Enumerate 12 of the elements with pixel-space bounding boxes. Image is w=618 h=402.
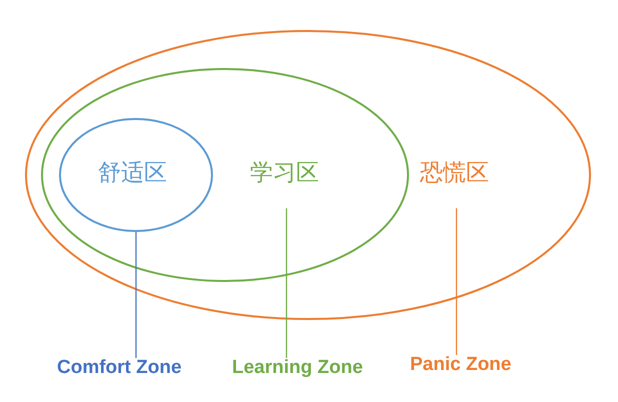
zone-caption: Comfort Zone [57,358,182,379]
zone-label: 舒适区 [98,161,167,186]
leader-line [456,208,458,355]
zone-caption: Learning Zone [232,358,363,379]
learning-zone-ellipse [41,68,409,282]
zone-caption: Panic Zone [410,355,512,376]
comfort-zone-ellipse [59,118,213,232]
leader-line [286,208,288,358]
zone-label: 学习区 [250,161,319,186]
leader-line [135,232,137,358]
zone-label: 恐慌区 [420,161,489,186]
panic-zone-ellipse [25,30,591,320]
